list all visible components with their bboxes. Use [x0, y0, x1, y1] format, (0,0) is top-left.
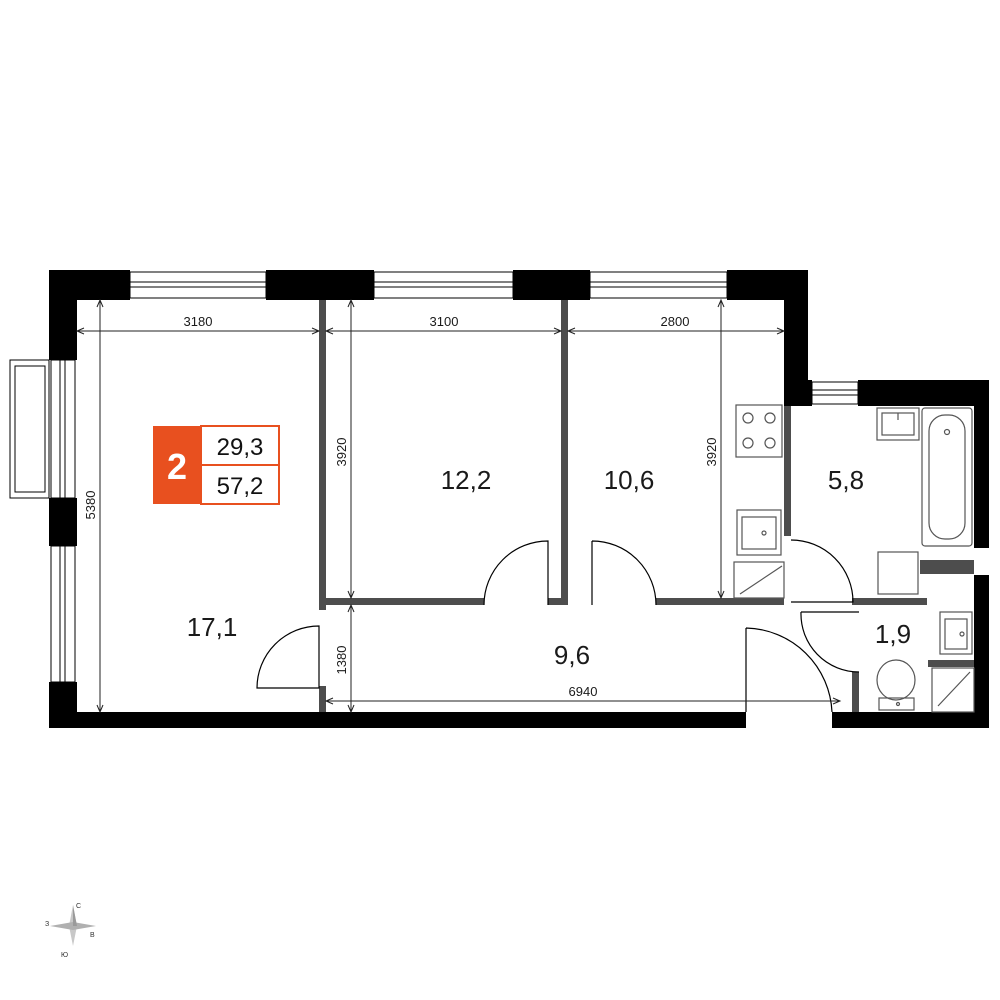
partition-shaft	[928, 660, 974, 667]
wall-bath-right-bottom	[974, 575, 989, 727]
door-bedroom1	[483, 540, 549, 606]
dim-living-width: 3180	[184, 314, 213, 329]
dim-living-depth: 5380	[83, 491, 98, 520]
compass-south: Ю	[61, 952, 68, 959]
window-left-lower	[50, 545, 76, 683]
toilet-shaft	[931, 667, 975, 713]
dim-bedroom2-depth: 3920	[704, 438, 719, 467]
stove-icon	[735, 404, 783, 458]
area-living-room: 17,1	[187, 612, 238, 642]
toilet-sink-icon	[939, 611, 973, 655]
door-living	[256, 625, 320, 689]
badge-living-area: 29,3	[217, 434, 264, 461]
compass-icon: С З В Ю	[45, 903, 96, 959]
dim-hall-length: 6940	[569, 684, 598, 699]
window-bedroom1	[373, 271, 514, 299]
partition-bed1-bed2	[561, 300, 568, 605]
partitions	[319, 300, 974, 712]
partition-toilet-left	[852, 672, 859, 712]
wall-left-mid	[49, 498, 77, 546]
door-toilet	[800, 611, 860, 673]
kitchen-sink-icon	[736, 509, 782, 556]
wall-bath-top	[858, 380, 989, 406]
window-bedroom2	[589, 271, 728, 299]
dim-hall-depth: 1380	[334, 646, 349, 675]
apartment-badge: 2 29,3 57,2	[153, 425, 280, 505]
washing-machine-icon	[877, 551, 919, 595]
dim-bedroom1-depth: 3920	[334, 438, 349, 467]
partition-kitchen-right	[784, 406, 791, 536]
partition-bath-mid	[920, 560, 974, 574]
kitchen-shaft	[733, 561, 785, 599]
wall-bath-right-top	[974, 380, 989, 548]
exterior-walls	[49, 270, 989, 728]
area-hallway: 9,6	[554, 640, 590, 670]
partition-hall-top-2	[548, 598, 568, 605]
compass-west: З	[45, 921, 49, 928]
partition-bath-bottom	[852, 598, 927, 605]
area-bedroom-1: 12,2	[441, 465, 492, 495]
wall-top-pier-1	[266, 270, 374, 300]
window-left-upper	[50, 359, 76, 499]
window-bathroom	[811, 381, 859, 405]
partition-hall-top-1	[326, 598, 484, 605]
area-toilet: 1,9	[875, 619, 911, 649]
area-bathroom: 5,8	[828, 465, 864, 495]
dim-bedroom1-width: 3100	[430, 314, 459, 329]
badge-total-area: 57,2	[217, 473, 264, 500]
toilet-icon	[876, 659, 916, 701]
window-living-top	[129, 271, 267, 299]
bathtub-icon	[921, 407, 973, 547]
partition-hall-top-3	[656, 598, 784, 605]
badge-rooms-box	[153, 426, 201, 504]
partition-living-bed1	[319, 300, 326, 610]
fixtures	[733, 404, 975, 713]
wall-left-top	[49, 270, 77, 360]
door-entrance	[745, 627, 833, 713]
dim-bedroom2-width: 2800	[661, 314, 690, 329]
area-bedroom-2: 10,6	[604, 465, 655, 495]
partition-living-bed1-low	[319, 686, 326, 712]
compass-north: С	[76, 903, 81, 910]
dimension-lines	[75, 298, 842, 714]
wall-bottom-right	[832, 712, 989, 728]
compass-east: В	[90, 932, 95, 939]
wall-bottom-main	[49, 712, 746, 728]
door-bedroom2	[591, 540, 657, 606]
doors	[256, 539, 860, 713]
badge-room-count: 2	[167, 446, 187, 487]
bath-sink-icon	[876, 407, 920, 441]
door-bathroom	[790, 539, 854, 603]
wall-top-pier-2	[513, 270, 590, 300]
wall-bath-top-left	[784, 380, 812, 406]
windows	[9, 271, 859, 683]
